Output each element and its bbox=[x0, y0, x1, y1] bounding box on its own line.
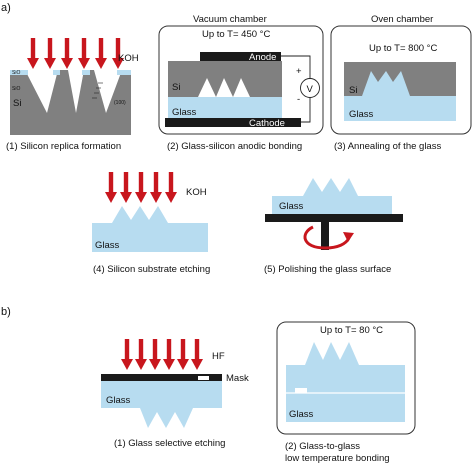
step3-glass-block bbox=[344, 96, 456, 121]
step-b1-glass-with-pits bbox=[101, 381, 222, 428]
step1-crystal-hatch bbox=[92, 82, 103, 99]
step2-si-label: Si bbox=[172, 82, 180, 93]
step5-glass-label: Glass bbox=[279, 201, 304, 212]
step3-si-label: Si bbox=[349, 85, 357, 96]
step2-caption: (2) Glass-silicon anodic bonding bbox=[167, 141, 302, 152]
step1-koh-label: KOH bbox=[118, 53, 139, 64]
step-b2-caption-line1: (2) Glass-to-glass bbox=[285, 441, 360, 452]
minus-terminal-label: - bbox=[297, 94, 300, 105]
polishing-plate bbox=[265, 214, 403, 222]
step4-arrows bbox=[105, 172, 177, 203]
step2-glass-peaks bbox=[198, 78, 250, 97]
cathode-bar bbox=[165, 118, 301, 127]
step1-caption: (1) Silicon replica formation bbox=[6, 141, 121, 152]
step2-glass-label: Glass bbox=[172, 107, 197, 118]
step1-arrows bbox=[27, 38, 124, 69]
vacuum-chamber-frame bbox=[158, 25, 324, 135]
bonding-chamber-frame bbox=[276, 321, 416, 435]
step-b1-caption: (1) Glass selective etching bbox=[114, 438, 225, 449]
step1-orientation-label: (100) bbox=[114, 100, 126, 106]
step1-si-label: Si bbox=[13, 98, 21, 109]
step-b1-glass-label: Glass bbox=[106, 395, 131, 406]
step4-glass-with-peaks bbox=[92, 206, 208, 252]
step5-glass-with-peaks bbox=[272, 178, 392, 214]
step4-caption: (4) Silicon substrate etching bbox=[93, 264, 210, 275]
polishing-shaft bbox=[321, 222, 329, 250]
step1-sio2-left: SiO bbox=[12, 70, 20, 76]
panel-a-marker: a) bbox=[1, 2, 11, 14]
vacuum-chamber-label: Vacuum chamber bbox=[193, 14, 267, 25]
anode-label: Anode bbox=[249, 52, 276, 63]
step5-caption: (5) Polishing the glass surface bbox=[264, 264, 391, 275]
mask-opening bbox=[198, 376, 209, 380]
step-b2-glass-label: Glass bbox=[289, 409, 314, 420]
step-b2-caption-line2: low temperature bonding bbox=[285, 453, 390, 464]
step3-glass-label: Glass bbox=[349, 109, 374, 120]
step4-glass-label: Glass bbox=[95, 240, 120, 251]
plus-terminal-label: + bbox=[296, 66, 302, 77]
mask-label: Mask bbox=[226, 373, 249, 384]
voltage-meter-label: V bbox=[307, 84, 314, 95]
silicon-wafer-etched bbox=[10, 70, 131, 135]
panel-b-marker: b) bbox=[1, 306, 11, 318]
rotation-arrow-icon bbox=[303, 225, 354, 250]
anode-bar bbox=[200, 52, 281, 61]
oven-chamber-frame bbox=[330, 25, 472, 135]
step3-caption: (3) Annealing of the glass bbox=[334, 141, 441, 152]
mask-layer bbox=[101, 374, 222, 381]
step-b2-glass-stack bbox=[286, 342, 405, 422]
bonded-channel bbox=[295, 388, 307, 393]
step2-temp-label: Up to T= 450 °C bbox=[202, 29, 270, 40]
step4-koh-label: KOH bbox=[186, 187, 207, 198]
step3-glass-peaks bbox=[362, 71, 410, 96]
step-b1-arrows bbox=[121, 339, 203, 370]
cathode-label: Cathode bbox=[249, 118, 285, 129]
step-b2-temp-label: Up to T= 80 °C bbox=[320, 325, 383, 336]
step1-sio2-mid: SiO bbox=[12, 86, 20, 92]
step3-temp-label: Up to T= 800 °C bbox=[369, 43, 437, 54]
voltage-circuit bbox=[281, 55, 320, 123]
oven-chamber-label: Oven chamber bbox=[371, 14, 433, 25]
step2-glass-block bbox=[168, 97, 282, 119]
step-b1-hf-label: HF bbox=[212, 351, 225, 362]
